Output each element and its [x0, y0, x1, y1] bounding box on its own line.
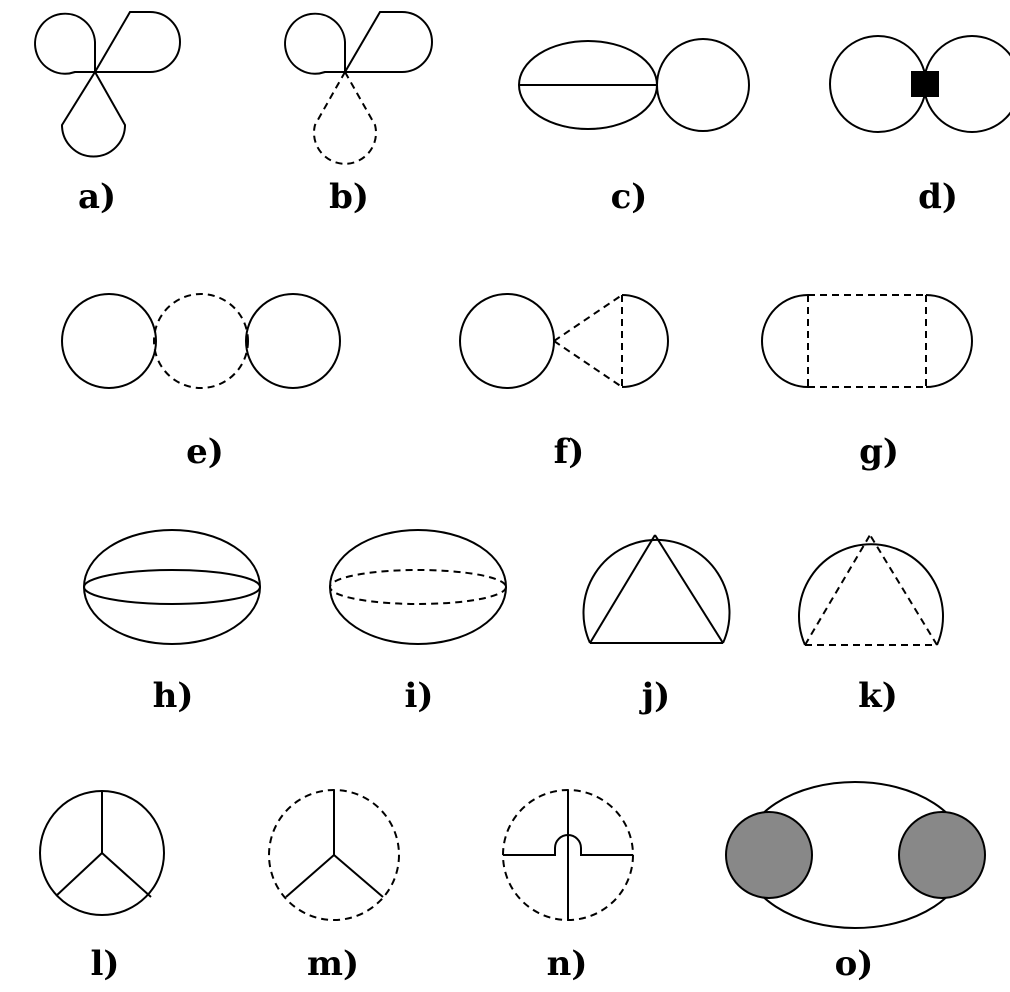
label-b: b) — [329, 177, 369, 217]
diagram-e-dumbbell-chain — [61, 293, 341, 389]
label-i: i) — [404, 676, 433, 716]
label-o: o) — [835, 944, 874, 984]
label-n: n) — [547, 944, 588, 984]
label-h: h) — [153, 676, 194, 716]
label-k: k) — [858, 676, 898, 716]
label-c: c) — [611, 177, 648, 217]
label-j: j) — [639, 676, 670, 716]
diagram-j-triangle-solid — [582, 534, 731, 644]
left-blob — [725, 811, 813, 899]
diagram-b-petals-dashed — [284, 11, 433, 165]
label-l: l) — [90, 944, 119, 984]
diagram-a-three-petals — [34, 11, 181, 158]
label-d: d) — [918, 177, 958, 217]
label-e: e) — [186, 432, 224, 472]
right-blob — [898, 811, 986, 899]
label-f: f) — [554, 432, 585, 472]
diagram-m-mercedes-dashed — [268, 789, 400, 921]
diagram-h-melon-solid — [83, 529, 261, 645]
label-m: m) — [307, 944, 359, 984]
label-a: a) — [78, 177, 116, 217]
diagram-g-dashed-box — [761, 294, 973, 388]
diagram-d-figure-eight — [829, 35, 1010, 133]
label-g: g) — [859, 432, 899, 472]
square-vertex-icon — [911, 71, 939, 97]
diagram-k-triangle-dashed — [798, 534, 944, 646]
diagram-i-melon-dashed — [329, 529, 507, 645]
diagram-c-sunset-tadpole — [518, 38, 750, 132]
diagram-o-blob-bubble — [725, 781, 986, 929]
diagram-f-circle-triangle — [459, 293, 669, 389]
diagram-n-crossed-circle — [502, 789, 634, 921]
diagram-l-mercedes-solid — [39, 790, 165, 916]
